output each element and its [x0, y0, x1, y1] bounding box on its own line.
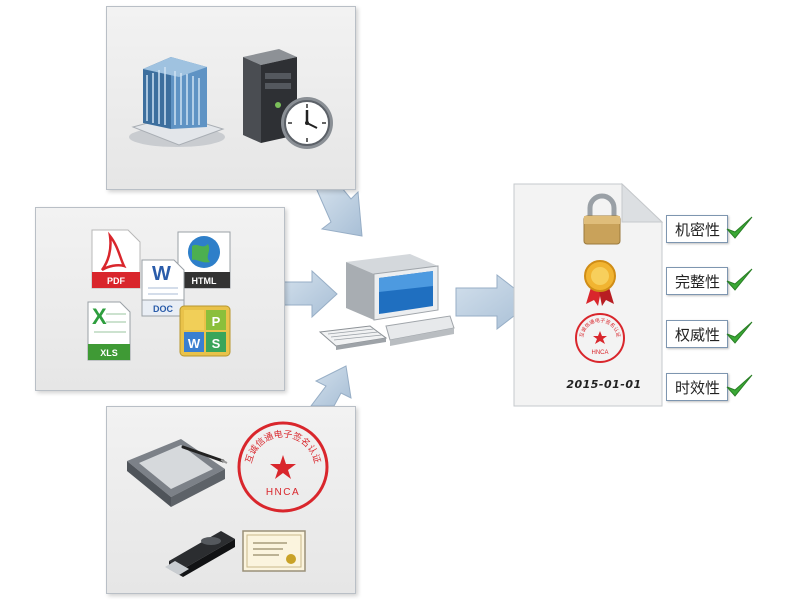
- xls-label: XLS: [100, 348, 118, 358]
- html-label: HTML: [192, 276, 217, 286]
- checkmark-icon: [726, 216, 753, 239]
- computer-icon: [318, 254, 455, 350]
- signature-tablet-icon: [127, 439, 228, 507]
- checkmark-icon: [726, 374, 753, 397]
- award-ribbon-icon: [584, 260, 616, 306]
- arrow-server-to-computer: [315, 187, 363, 237]
- arrow-docs-to-computer: [282, 269, 338, 319]
- globe-html-icon: HTML: [177, 231, 231, 289]
- small-seal-code: HNCA: [591, 350, 608, 356]
- document-formats-panel: PDF HTML W DOC X XLS P W S: [35, 207, 285, 391]
- excel-letter: X: [92, 304, 107, 329]
- timestamp-server-panel: [106, 6, 356, 190]
- seal-stamp-icon: 互诚信通电子签名认证 HNCA: [575, 313, 625, 363]
- usb-key-icon: [165, 531, 235, 577]
- certificate-card-icon: [242, 530, 306, 572]
- clock-icon: [281, 97, 333, 149]
- wps-letter-w: W: [188, 336, 201, 351]
- checkmark-icon: [726, 321, 753, 344]
- wps-letter-s: S: [212, 336, 221, 351]
- signed-document: [513, 182, 664, 407]
- excel-xls-icon: X XLS: [87, 301, 131, 361]
- office-building-icon: [129, 57, 225, 147]
- pdf-file-icon: PDF: [91, 229, 141, 289]
- pdf-label: PDF: [107, 276, 126, 286]
- property-timeliness: 时效性: [666, 373, 728, 401]
- word-letter: W: [152, 263, 171, 285]
- arrow-cert-to-computer: [310, 365, 352, 407]
- date-stamp: 2015-01-01: [566, 378, 642, 391]
- property-authority: 权威性: [666, 320, 728, 348]
- wps-letter-p: P: [212, 314, 221, 329]
- hnca-seal-stamp: 互诚信通电子签名认证 HNCA: [237, 421, 329, 513]
- property-integrity: 完整性: [666, 267, 728, 295]
- property-confidentiality: 机密性: [666, 215, 728, 243]
- doc-label: DOC: [153, 304, 174, 314]
- seal-code: HNCA: [266, 487, 300, 498]
- signature-credentials-panel: 互诚信通电子签名认证 HNCA: [106, 406, 356, 594]
- wps-office-icon: P W S: [179, 305, 231, 357]
- padlock-icon: [583, 193, 621, 245]
- word-doc-icon: W DOC: [141, 259, 185, 317]
- checkmark-icon: [726, 268, 753, 291]
